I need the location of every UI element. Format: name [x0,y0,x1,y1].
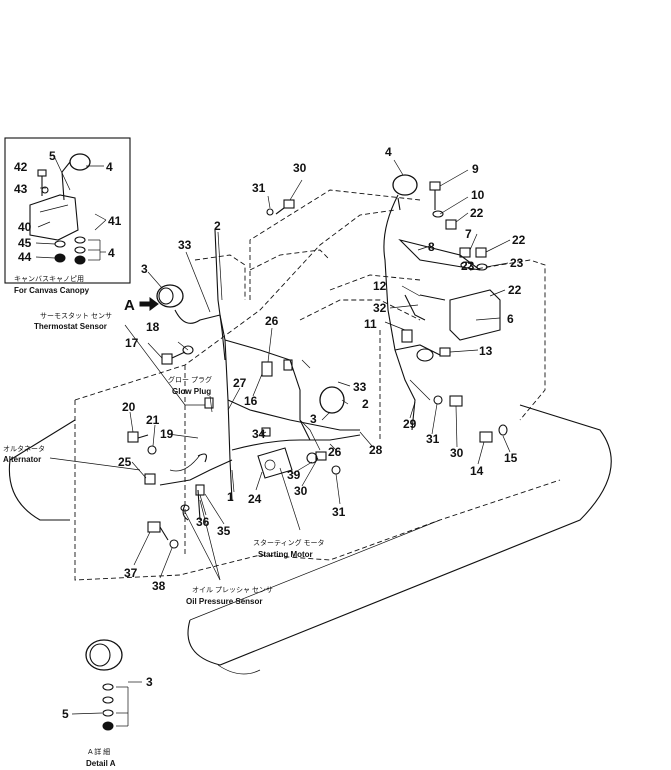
callout-36: 36 [196,515,210,529]
callout-12: 12 [373,279,387,293]
wiring-harness [159,194,441,521]
callout-14: 14 [470,464,484,478]
callout-29: 29 [403,417,417,431]
callout-26: 26 [265,314,279,328]
callout-44: 44 [18,250,32,264]
callout-3: 3 [146,675,153,689]
callout-3: 3 [141,262,148,276]
callout-6: 6 [507,312,514,326]
callout-16: 16 [244,394,258,408]
callout-11: 11 [364,317,377,331]
canvas-canopy-en: For Canvas Canopy [14,286,90,295]
callout-43: 43 [14,182,28,196]
callout-45: 45 [18,236,32,250]
callout-23: 23 [510,256,524,270]
detail-a: A 詳 細 Detail A [71,639,142,768]
leader-lines [49,159,511,581]
callout-2: 2 [362,397,369,411]
starting-motor-en: Starting Motor [258,550,313,559]
callout-7: 7 [465,227,472,241]
callout-3: 3 [310,412,317,426]
machine-outline [8,189,612,675]
callout-22: 22 [470,206,484,220]
glow-plug-jp: グロー プラグ [168,375,212,384]
callout-31: 31 [426,432,440,446]
detail-a-en: Detail A [86,759,116,768]
callout-30: 30 [450,446,464,460]
alternator-en: Alternator [3,455,41,464]
callout-24: 24 [248,492,262,506]
callout-30: 30 [294,484,308,498]
glow-plug-en: Glow Plug [172,387,211,396]
callout-31: 31 [252,181,266,195]
callout-22: 22 [512,233,526,247]
components [127,174,508,549]
callout-numbers: 42 5 4 43 41 40 45 44 4 30 31 4 9 10 22 … [14,145,526,721]
callout-19: 19 [160,427,174,441]
callout-33: 33 [178,238,192,252]
callout-26: 26 [328,445,342,459]
callout-17: 17 [125,336,139,350]
callout-21: 21 [146,413,160,427]
callout-4: 4 [385,145,392,159]
canvas-canopy-jp: キャンバスキャノピ用 [14,275,84,283]
canvas-canopy-inset: キャンバスキャノピ用 For Canvas Canopy [4,137,131,295]
callout-a-arrow: A [124,297,135,314]
callout-31: 31 [332,505,346,519]
callout-41: 41 [108,214,122,228]
callout-1: 1 [227,490,234,504]
callout-22: 22 [508,283,522,297]
oil-pressure-jp: オイル プレッシャ センサ [192,586,273,594]
thermostat-en: Thermostat Sensor [34,322,107,331]
alternator-jp: オルタネータ [3,444,45,453]
callout-39: 39 [287,468,301,482]
callout-4: 4 [108,246,115,260]
callout-23: 23 [461,259,475,273]
callout-5: 5 [49,149,56,163]
callout-9: 9 [472,162,479,176]
callout-13: 13 [479,344,493,358]
detail-a-jp: A 詳 細 [88,747,110,756]
callout-35: 35 [217,524,231,538]
callout-20: 20 [122,400,136,414]
callout-2: 2 [214,219,221,233]
callout-27: 27 [233,376,247,390]
thermostat-jp: サーモスタット センサ [40,311,112,320]
captions: サーモスタット センサ Thermostat Sensor グロー プラグ Gl… [3,311,325,606]
callout-30: 30 [293,161,307,175]
oil-pressure-en: Oil Pressure Sensor [186,597,262,606]
callout-40: 40 [18,220,32,234]
callout-10: 10 [471,188,485,202]
callout-5: 5 [62,707,69,721]
callout-34: 34 [252,427,266,441]
callout-25: 25 [118,455,132,469]
callout-8: 8 [428,240,435,254]
callout-15: 15 [504,451,518,465]
starting-motor-jp: スターティング モータ [253,538,325,547]
callout-38: 38 [152,579,166,593]
callout-28: 28 [369,443,383,457]
callout-18: 18 [146,320,160,334]
callout-33: 33 [353,380,367,394]
callout-42: 42 [14,160,28,174]
callout-32: 32 [373,301,387,315]
callout-37: 37 [124,566,138,580]
callout-4: 4 [106,160,113,174]
